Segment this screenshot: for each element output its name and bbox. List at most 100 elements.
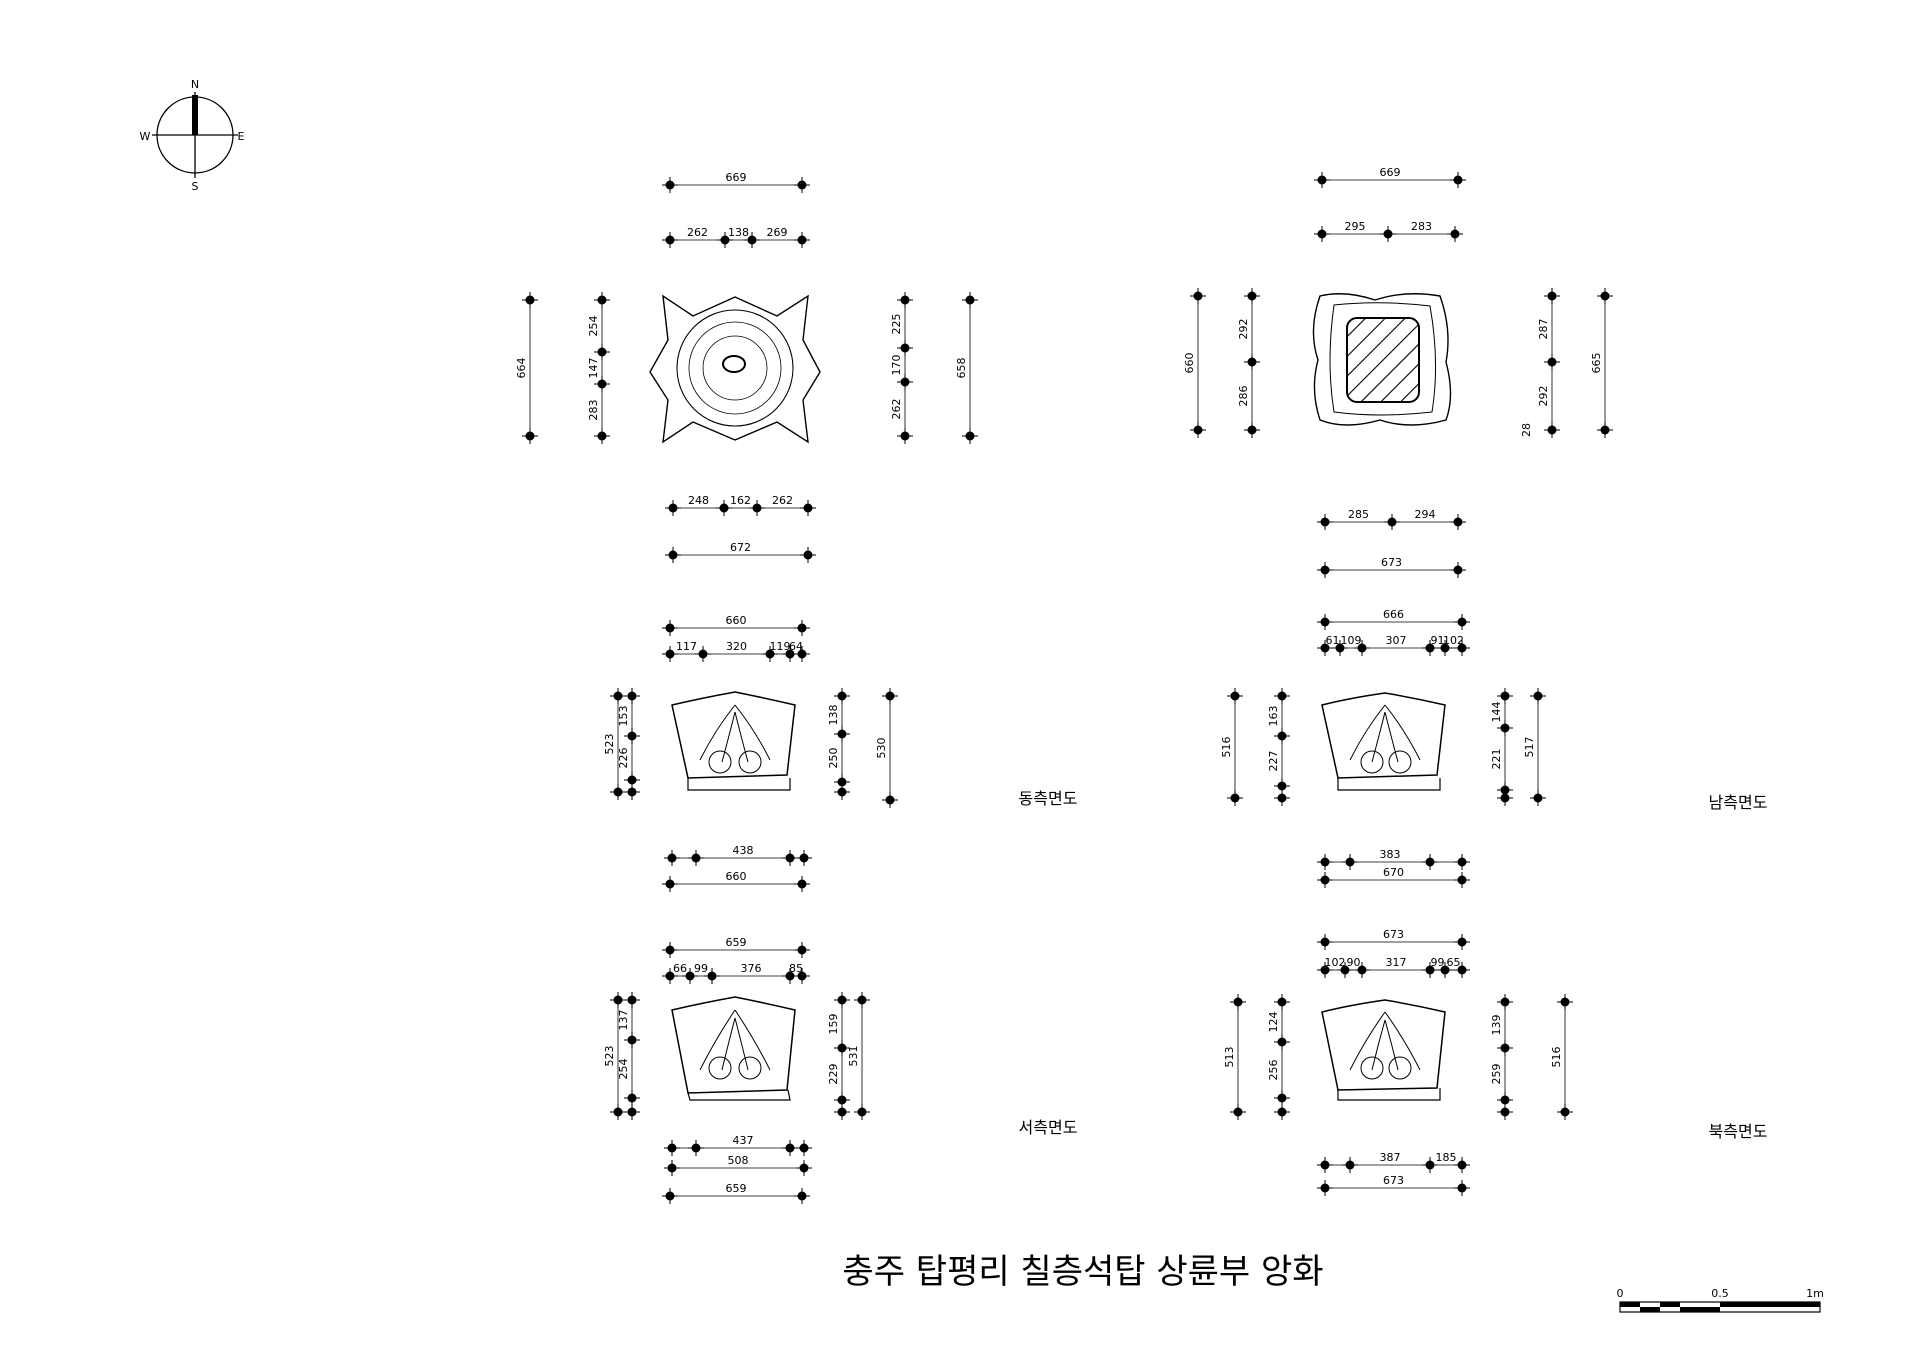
north-right-chain-value: 139 <box>1490 1015 1503 1036</box>
west-top-chain-value: 376 <box>741 962 762 975</box>
dimension-tick-icon <box>1317 562 1333 578</box>
east-top-total-value: 660 <box>726 614 747 627</box>
dimension-tick-icon <box>897 292 913 308</box>
dimension-tick-icon <box>834 992 850 1008</box>
dimension-tick-icon <box>1354 962 1370 978</box>
dimension-tick-icon <box>1230 1104 1246 1120</box>
dimension-tick-icon <box>1450 562 1466 578</box>
dimension-tick-icon <box>664 1140 680 1156</box>
plan-top-bottom-total-value: 672 <box>730 541 751 554</box>
plan-bottom-bottom-total-value: 673 <box>1381 556 1402 569</box>
dimension-tick-icon <box>610 992 626 1008</box>
west-elevation-drawing <box>671 996 796 1101</box>
dimension-tick-icon <box>1317 640 1333 656</box>
plan-bottom-top-total-value: 669 <box>1380 166 1401 179</box>
dimension-tick-icon <box>624 1032 640 1048</box>
north-left-chain-value: 256 <box>1267 1060 1280 1081</box>
west-top-total-value: 659 <box>726 936 747 949</box>
dimension-tick-icon <box>624 728 640 744</box>
dimension-tick-icon <box>1317 872 1333 888</box>
dimension-tick-icon <box>624 784 640 800</box>
dimension-tick-icon <box>1274 688 1290 704</box>
west-right-chain-value: 229 <box>827 1064 840 1085</box>
dimension-tick-icon <box>665 547 681 563</box>
dimension-tick-icon <box>1274 1090 1290 1106</box>
dimension-tick-icon <box>1530 790 1546 806</box>
west-left-chain-value: 254 <box>617 1059 630 1080</box>
south-right-chain-value: 221 <box>1490 749 1503 770</box>
plan-top-left-chain-value: 283 <box>587 400 600 421</box>
south-bottom-total-value: 670 <box>1383 866 1404 879</box>
scale-mid: 0.5 <box>1711 1287 1729 1300</box>
dimension-tick-icon <box>662 968 678 984</box>
compass-south: S <box>192 180 199 193</box>
dimension-tick-icon <box>897 428 913 444</box>
dimension-tick-icon <box>794 620 810 636</box>
east-view-label: 동측면도 <box>1019 789 1078 808</box>
south-top-chain-value: 61 <box>1326 634 1340 647</box>
dimension-tick-icon <box>1354 640 1370 656</box>
dimension-tick-icon <box>704 968 720 984</box>
east-left-chain-value: 153 <box>617 706 630 727</box>
dimension-tick-icon <box>1497 994 1513 1010</box>
compass-east: E <box>238 130 245 143</box>
plan-top-left-chain-value: 147 <box>587 358 600 379</box>
dimension-tick-icon <box>854 992 870 1008</box>
dimension-tick-icon <box>662 646 678 662</box>
dimension-tick-icon <box>1274 1034 1290 1050</box>
dimension-tick-icon <box>662 1188 678 1204</box>
dimension-tick-icon <box>1190 288 1206 304</box>
east-right-total-value: 530 <box>875 738 888 759</box>
plan-top-top-chain-value: 269 <box>767 226 788 239</box>
dimension-tick-icon <box>1597 288 1613 304</box>
plan-view-bottom <box>1312 293 1452 426</box>
west-view-label: 서측면도 <box>1019 1118 1078 1137</box>
dimension-tick-icon <box>1454 872 1470 888</box>
dimension-tick-icon <box>1314 226 1330 242</box>
north-bottom-chain-value: 185 <box>1436 1151 1457 1164</box>
dimension-tick-icon <box>1314 172 1330 188</box>
dimension-tick-icon <box>782 850 798 866</box>
dimension-tick-icon <box>688 850 704 866</box>
west-bottom-mid-value: 508 <box>728 1154 749 1167</box>
west-top-chain-value: 66 <box>673 962 687 975</box>
dimension-tick-icon <box>1544 354 1560 370</box>
south-left-total-value: 516 <box>1220 737 1233 758</box>
plan-top-right-chain-value: 262 <box>890 399 903 420</box>
compass-north: N <box>191 78 199 91</box>
dimension-tick-icon <box>662 177 678 193</box>
dimension-tick-icon <box>794 177 810 193</box>
dimension-tick-icon <box>1544 288 1560 304</box>
dimension-tick-icon <box>794 942 810 958</box>
dimension-tick-icon <box>1274 994 1290 1010</box>
dimension-tick-icon <box>1454 934 1470 950</box>
dimension-tick-icon <box>749 500 765 516</box>
dimension-tick-icon <box>1342 1157 1358 1173</box>
dimension-tick-icon <box>664 850 680 866</box>
west-bottom-total-value: 659 <box>726 1182 747 1195</box>
dimension-tick-icon <box>800 500 816 516</box>
dimension-tick-icon <box>794 646 810 662</box>
dimension-tick-icon <box>1437 962 1453 978</box>
east-right-chain-value: 138 <box>827 705 840 726</box>
dimension-tick-icon <box>1422 1157 1438 1173</box>
dimension-tick-icon <box>1274 728 1290 744</box>
dimension-tick-icon <box>695 646 711 662</box>
north-top-chain-value: 90 <box>1347 956 1361 969</box>
plan-top-right-total-value: 658 <box>955 358 968 379</box>
dimension-tick-icon <box>796 1160 812 1176</box>
east-bottom-chain-value: 438 <box>733 844 754 857</box>
east-right-chain-value: 250 <box>827 748 840 769</box>
dimension-tick-icon <box>796 850 812 866</box>
south-right-total-value: 517 <box>1523 737 1536 758</box>
dimension-tick-icon <box>717 232 733 248</box>
east-bottom-total-value: 660 <box>726 870 747 883</box>
dimension-tick-icon <box>624 688 640 704</box>
dimension-tick-icon <box>1497 688 1513 704</box>
north-left-chain-value: 124 <box>1267 1012 1280 1033</box>
dimension-tick-icon <box>834 726 850 742</box>
dimension-tick-icon <box>1497 720 1513 736</box>
east-top-chain-value: 117 <box>676 640 697 653</box>
dimension-tick-icon <box>1454 1157 1470 1173</box>
